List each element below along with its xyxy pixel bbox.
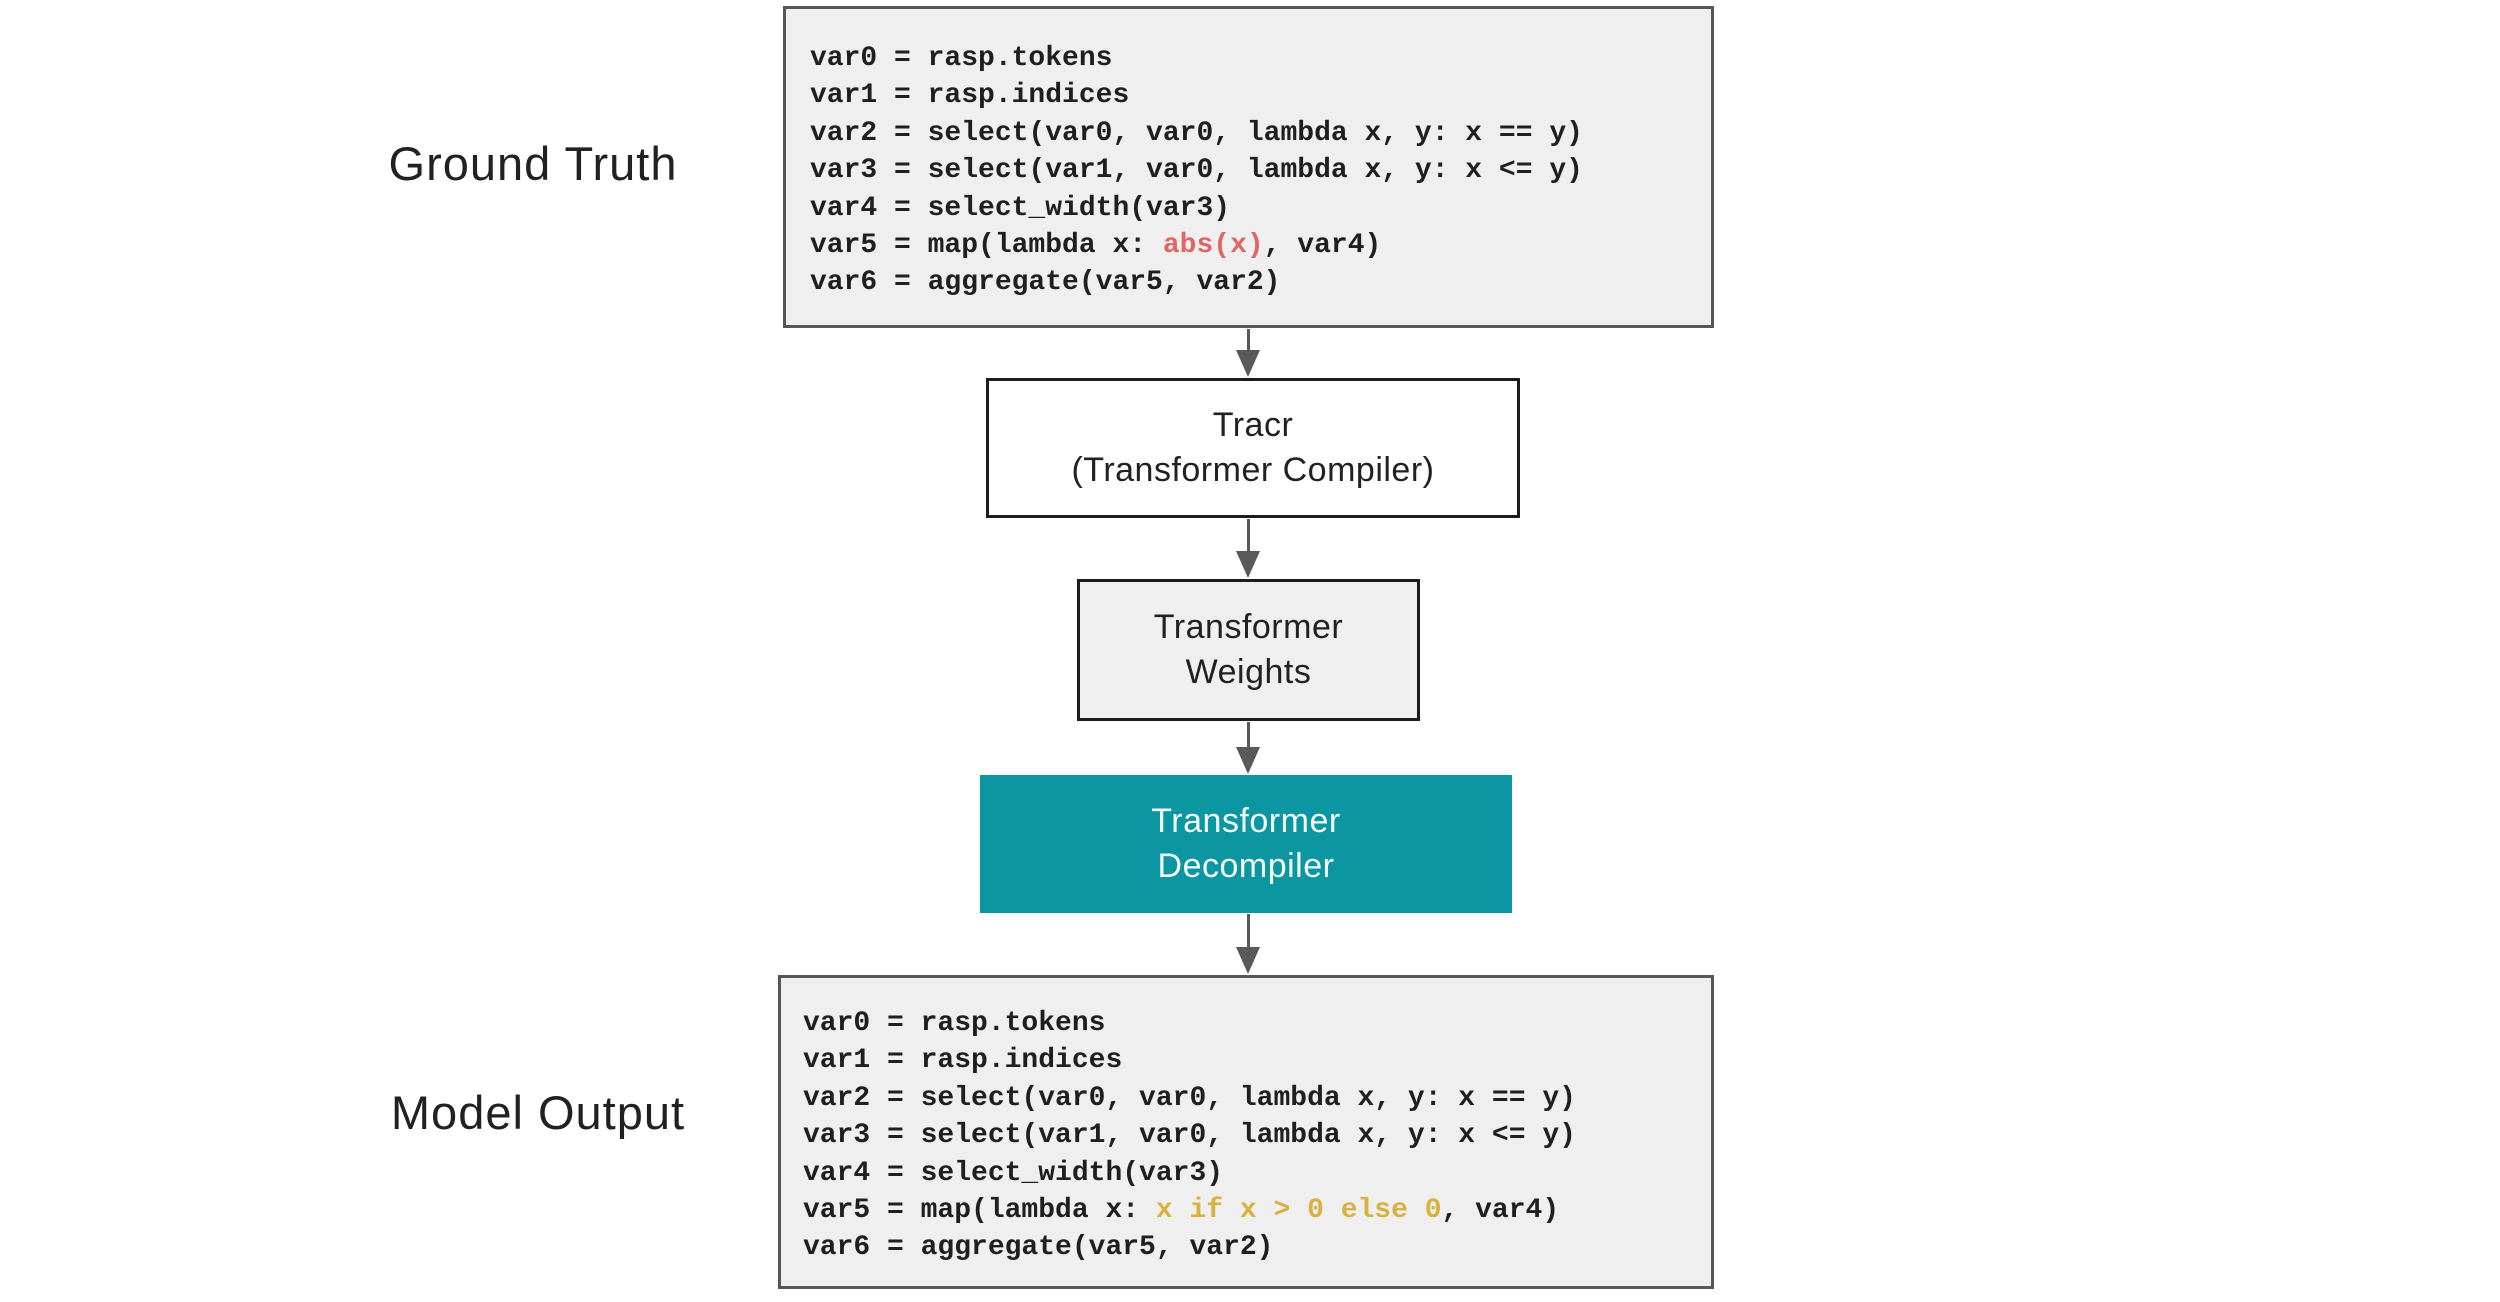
- ground-truth-label: Ground Truth: [388, 137, 678, 190]
- flow-arrow-decompiler-to-output: [1236, 914, 1260, 974]
- code-line: var4 = select_width(var3): [810, 190, 1711, 227]
- tracr-box-title-line2: (Transformer Compiler): [1071, 451, 1435, 489]
- flow-arrow-tracr-to-weights: [1236, 519, 1260, 578]
- code-line: var3 = select(var1, var0, lambda x, y: x…: [803, 1117, 1711, 1154]
- code-text: var1 = rasp.indices: [803, 1045, 1123, 1077]
- arrow-shaft: [1246, 722, 1250, 747]
- arrow-head-icon: [1236, 551, 1260, 578]
- code-text: , var4): [1441, 1195, 1560, 1227]
- code-text: var0 = rasp.tokens: [810, 43, 1113, 74]
- code-line: var6 = aggregate(var5, var2): [810, 264, 1711, 301]
- code-line: var1 = rasp.indices: [810, 77, 1711, 114]
- decompiler-box-title-line1: Transformer: [1151, 802, 1341, 840]
- model-output-code-box: var0 = rasp.tokens var1 = rasp.indices var…: [778, 975, 1714, 1289]
- code-text: var6 = aggregate(var5, var2): [810, 267, 1281, 299]
- code-line: var2 = select(var0, var0, lambda x, y: x…: [803, 1080, 1711, 1117]
- code-text: var2 = select(var0, var0, lambda x, y: x…: [810, 117, 1583, 149]
- code-line: var0 = rasp.tokens: [803, 1005, 1711, 1042]
- weights-box-title-line1: Transformer: [1153, 608, 1344, 646]
- tracr-compiler-box: Tracr (Transformer Compiler): [986, 378, 1520, 518]
- highlighted-expression-red: abs(x): [1162, 230, 1264, 262]
- code-text: var5 = map(lambda x:: [810, 230, 1163, 262]
- code-text: var4 = select_width(var3): [803, 1157, 1224, 1189]
- transformer-weights-box: Transformer Weights: [1077, 579, 1420, 721]
- code-line: var2 = select(var0, var0, lambda x, y: x…: [810, 115, 1711, 152]
- code-text: var3 = select(var1, var0, lambda x, y: x…: [810, 155, 1583, 187]
- code-text: var4 = select_width(var3): [810, 192, 1231, 224]
- code-line: var5 = map(lambda x: x if x > 0 else 0, …: [803, 1192, 1711, 1229]
- code-line: var5 = map(lambda x: abs(x), var4): [810, 227, 1711, 264]
- arrow-head-icon: [1236, 747, 1260, 774]
- transformer-decompiler-box: Transformer Decompiler: [980, 775, 1512, 913]
- arrow-shaft: [1246, 914, 1250, 947]
- code-line: var1 = rasp.indices: [803, 1042, 1711, 1079]
- code-text: var2 = select(var0, var0, lambda x, y: x…: [803, 1082, 1576, 1114]
- flow-arrow-weights-to-decompiler: [1236, 722, 1260, 774]
- model-output-label: Model Output: [390, 1086, 686, 1139]
- flow-arrow-code-to-tracr: [1236, 329, 1260, 377]
- tracr-box-title-line1: Tracr: [1212, 406, 1294, 444]
- ground-truth-code-box: var0 = rasp.tokens var1 = rasp.indices var…: [783, 6, 1714, 328]
- model-output-code-listing: var0 = rasp.tokens var1 = rasp.indices var…: [803, 1005, 1711, 1267]
- weights-box-title-line2: Weights: [1185, 653, 1312, 691]
- code-text: var5 = map(lambda x:: [803, 1195, 1156, 1227]
- code-line: var3 = select(var1, var0, lambda x, y: x…: [810, 152, 1711, 189]
- code-text: var3 = select(var1, var0, lambda x, y: x…: [803, 1120, 1576, 1152]
- code-line: var4 = select_width(var3): [803, 1155, 1711, 1192]
- arrow-head-icon: [1236, 947, 1260, 974]
- ground-truth-code-listing: var0 = rasp.tokens var1 = rasp.indices var…: [810, 40, 1711, 302]
- highlighted-expression-gold: x if x > 0 else 0: [1155, 1195, 1442, 1227]
- arrow-shaft: [1246, 329, 1250, 350]
- code-line: var0 = rasp.tokens: [810, 40, 1711, 77]
- code-text: , var4): [1263, 230, 1382, 262]
- code-line: var6 = aggregate(var5, var2): [803, 1229, 1711, 1266]
- code-text: var1 = rasp.indices: [810, 80, 1130, 112]
- arrow-head-icon: [1236, 350, 1260, 377]
- decompiler-box-title-line2: Decompiler: [1157, 847, 1335, 885]
- arrow-shaft: [1246, 519, 1250, 551]
- code-text: var6 = aggregate(var5, var2): [803, 1232, 1274, 1264]
- code-text: var0 = rasp.tokens: [803, 1008, 1106, 1039]
